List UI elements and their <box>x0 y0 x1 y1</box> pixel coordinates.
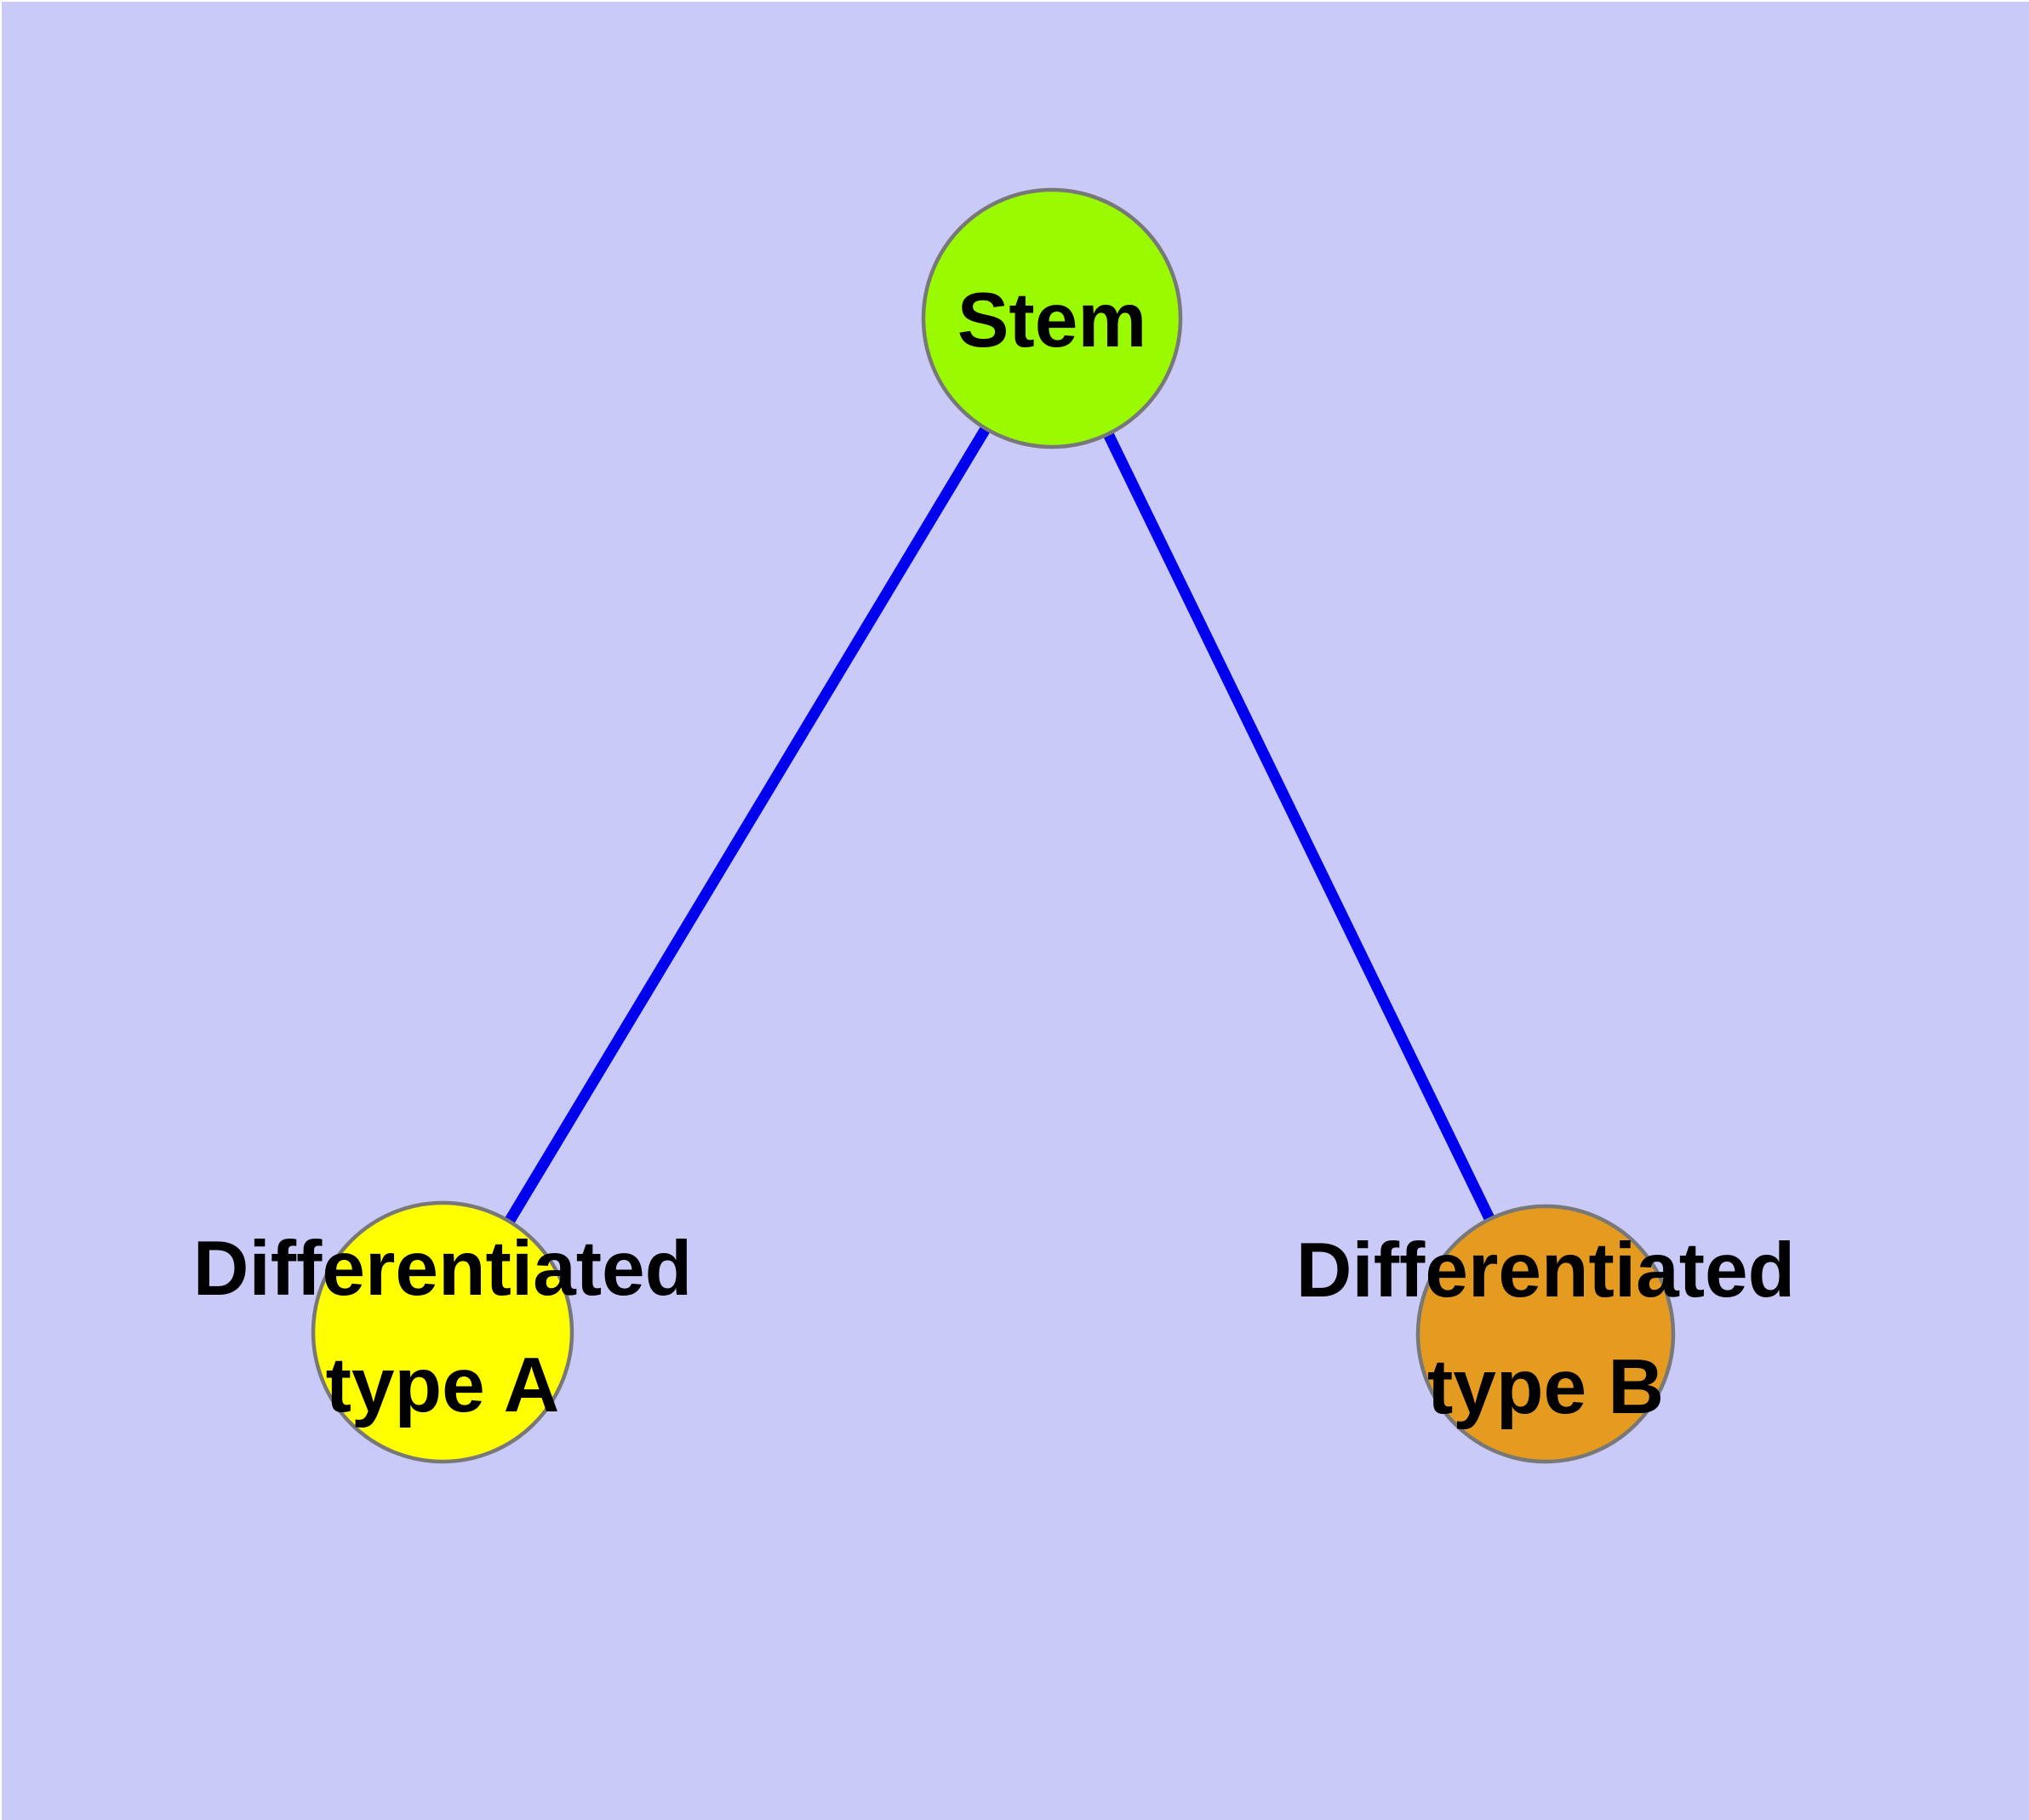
node-type-b: Differentiated type B <box>1296 1204 1796 1464</box>
node-type-a: Differentiated type A <box>193 1200 693 1464</box>
node-type-a-label-line2: type A <box>326 1342 560 1428</box>
node-type-b-label-line2: type B <box>1427 1344 1664 1430</box>
node-stem: Stem <box>921 187 1183 449</box>
node-type-b-circle <box>1415 1204 1676 1464</box>
node-stem-label: Stem <box>957 278 1147 363</box>
node-type-a-circle <box>311 1200 574 1464</box>
edge-stem-to-type-a <box>437 315 1057 1336</box>
node-stem-circle <box>921 187 1183 449</box>
edge-stem-to-type-b <box>1047 316 1551 1336</box>
node-type-a-label-line1: Differentiated <box>193 1226 693 1312</box>
node-type-b-label-line1: Differentiated <box>1296 1228 1796 1313</box>
